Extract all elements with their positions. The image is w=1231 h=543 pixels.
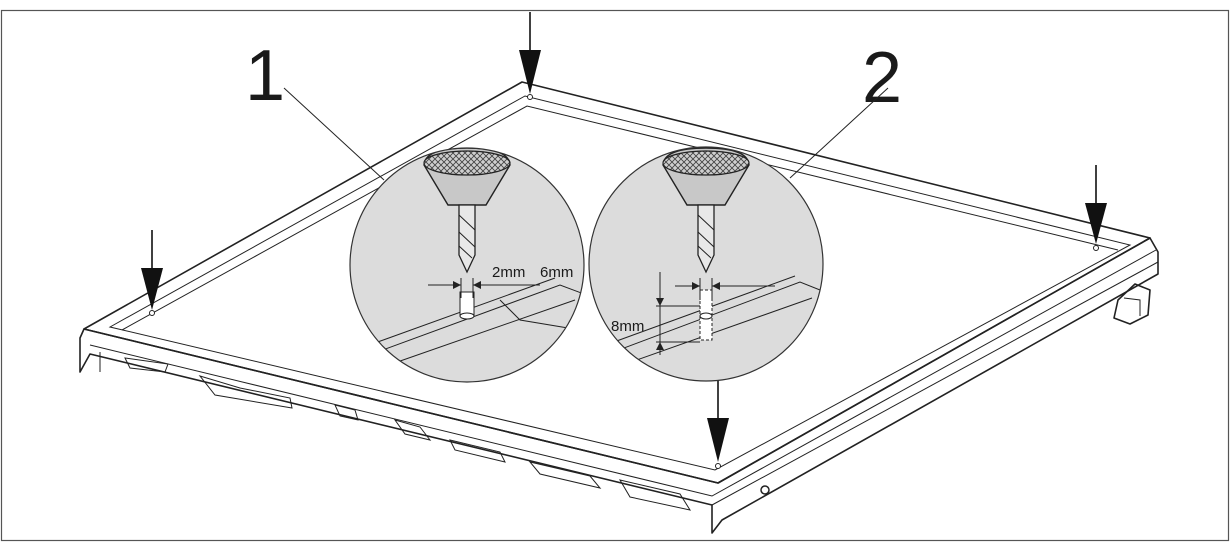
arrow-top-center <box>519 12 541 94</box>
arrow-right <box>1085 165 1107 244</box>
dim-label-6mm: 6mm <box>540 264 573 281</box>
arrow-front <box>707 380 729 462</box>
frame-border <box>0 9 1230 542</box>
dim-label-2mm: 2mm <box>492 264 525 281</box>
worktop-panel <box>79 81 1159 534</box>
detail-circle-1: 2mm 6mm <box>349 147 585 383</box>
arrow-left <box>141 230 163 310</box>
leader-line-1 <box>283 87 385 181</box>
detail-circle-2: 8mm <box>588 146 824 382</box>
dim-label-8mm: 8mm <box>611 318 644 335</box>
callout-number-1: 1 <box>245 36 285 116</box>
leader-line-2 <box>789 87 889 179</box>
callout-number-2: 2 <box>862 38 902 118</box>
